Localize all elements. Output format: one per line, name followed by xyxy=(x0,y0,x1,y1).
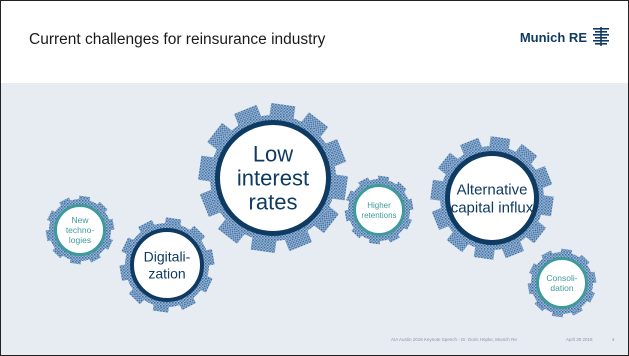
gear-2: Digitali-zation xyxy=(119,217,215,313)
gear-face xyxy=(215,120,331,236)
gear-label: Digitali-zation xyxy=(144,248,191,281)
munich-re-logo: Munich RE xyxy=(520,27,610,47)
footer-speech: AIA Austin 2018 Keynote Speech - Dr. Dor… xyxy=(391,337,517,342)
munich-re-emblem-icon xyxy=(593,27,609,46)
gear-face xyxy=(54,204,106,256)
gear-face xyxy=(536,257,588,309)
gear-label: Consoli-dation xyxy=(546,273,577,293)
gear-face xyxy=(353,184,405,236)
gear-face xyxy=(445,151,539,245)
page-number: 4 xyxy=(612,337,615,342)
slide-header: Current challenges for reinsurance indus… xyxy=(1,1,628,83)
brand-name: Munich RE xyxy=(519,29,587,45)
footer-date: April 30 2018 xyxy=(566,337,593,342)
slide-title: Current challenges for reinsurance indus… xyxy=(29,31,326,48)
gear-face xyxy=(130,228,204,302)
gear-5: Consoli-dation xyxy=(527,248,597,318)
